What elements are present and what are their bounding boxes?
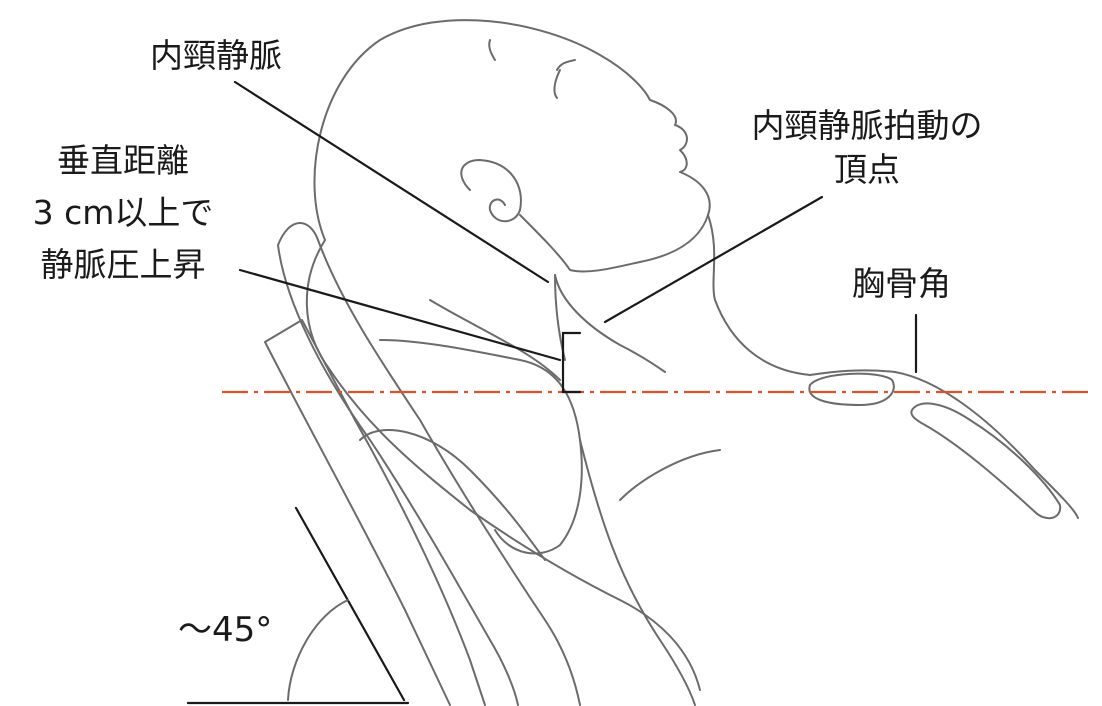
chest-contour xyxy=(619,449,721,501)
jugular-vein-text: 内頸静脈 xyxy=(150,36,282,75)
angle-incline-line xyxy=(294,506,406,702)
vertical-distance-leader xyxy=(238,268,562,362)
jugular-vein-leader xyxy=(233,80,550,284)
face-detail xyxy=(553,59,576,99)
vertical-distance-text-1: 垂直距離 xyxy=(57,141,189,180)
angle-indicator xyxy=(186,506,410,705)
sternal-angle-label: 胸骨角 xyxy=(852,262,951,306)
head-outline xyxy=(313,19,711,273)
neck-front xyxy=(707,214,896,376)
sternal-angle-text: 胸骨角 xyxy=(852,264,951,303)
angle-text: 〜45° xyxy=(178,610,273,650)
pulsation-top-text-2: 頂点 xyxy=(834,150,900,189)
pulsation-top-leader xyxy=(603,195,824,324)
chair-back-pad-inner xyxy=(277,244,519,706)
face-detail-2 xyxy=(488,39,496,61)
chair-pad-lower xyxy=(359,429,546,561)
clavicle-outline xyxy=(808,372,895,406)
angle-arc xyxy=(287,599,349,701)
rib-outline xyxy=(910,402,1062,520)
vertical-distance-text-2: 3 cm以上で xyxy=(32,193,214,232)
angle-label: 〜45° xyxy=(178,608,272,652)
neck-muscle xyxy=(554,274,666,373)
pulsation-top-label: 内頸静脈拍動の 頂点 xyxy=(722,104,1012,192)
jugular-vein-label: 内頸静脈 xyxy=(150,34,282,78)
patient-outline xyxy=(305,19,1079,706)
ear-outline xyxy=(460,159,522,223)
chair-outline xyxy=(264,222,581,706)
shoulder-back xyxy=(429,299,561,381)
vertical-distance-label: 垂直距離 3 cm以上で 静脈圧上昇 xyxy=(8,135,238,291)
chest-outline xyxy=(579,439,696,706)
vertical-distance-text-3: 静脈圧上昇 xyxy=(40,245,206,284)
chair-back-pad xyxy=(277,222,581,706)
sternum-outline xyxy=(894,371,1079,519)
vertical-distance-bracket xyxy=(561,331,582,394)
chair-frame xyxy=(264,319,486,706)
back-outline xyxy=(305,239,701,691)
pulsation-top-text-1: 内頸静脈拍動の xyxy=(751,106,983,145)
